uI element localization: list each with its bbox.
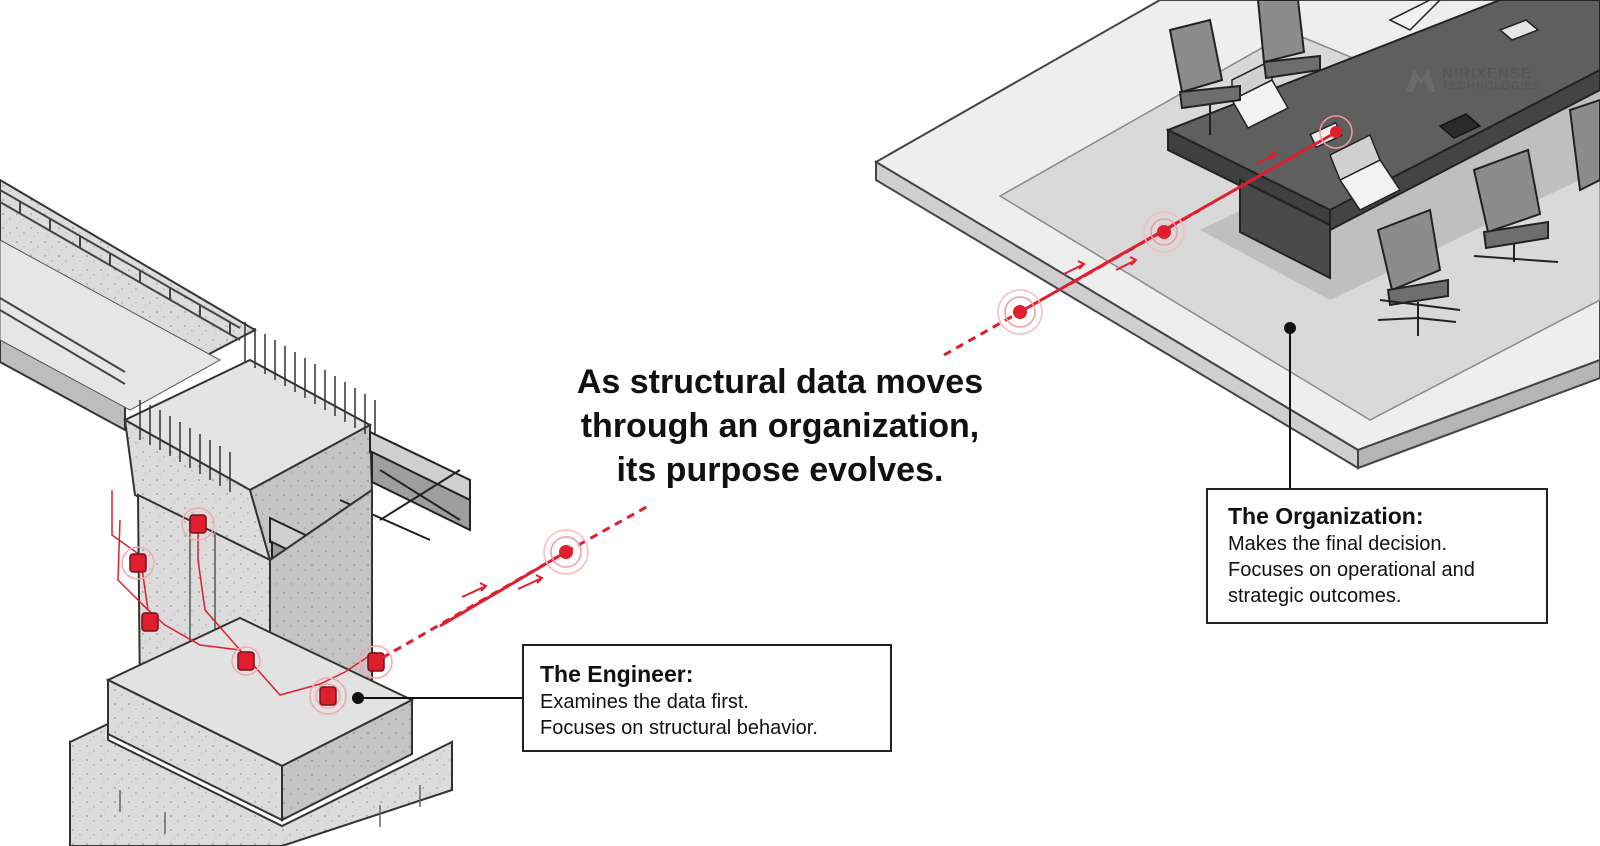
sensor-node [231, 646, 261, 676]
flow-arrow [461, 150, 1278, 598]
engineer-callout-title: The Engineer: [540, 661, 694, 687]
organization-leader-line [1284, 322, 1296, 488]
office-chair [1168, 18, 1241, 135]
headline-line-3: its purpose evolves. [616, 451, 944, 489]
organization-callout-title: The Organization: [1228, 503, 1424, 529]
headline-line-2: through an organization, [580, 407, 980, 445]
data-node [543, 529, 589, 575]
data-node [1319, 115, 1353, 149]
data-node [997, 289, 1043, 335]
sensor-node [309, 677, 347, 715]
engineer-leader-line [352, 692, 522, 704]
sensor-node [121, 546, 155, 580]
company-logo: NIRIXENSE TECHNOLOGIES [1404, 66, 1541, 94]
office-chair [1256, 0, 1321, 80]
headline-line-1: As structural data moves [576, 363, 984, 401]
office-chair [1376, 208, 1461, 336]
office-chair [1568, 98, 1600, 192]
data-node [1143, 211, 1185, 253]
laptop-icon [1329, 133, 1402, 211]
sensor-node [141, 612, 159, 632]
laptop-icon [1388, 0, 1442, 31]
organization-callout: The Organization: Makes the final decisi… [1206, 488, 1548, 624]
logo-subtitle: TECHNOLOGIES [1442, 80, 1542, 92]
organization-callout-line-3: strategic outcomes. [1228, 585, 1402, 607]
office-chair [1472, 148, 1559, 263]
headline: As structural data moves through an orga… [520, 360, 1040, 492]
bridge-illustration [0, 178, 471, 846]
organization-callout-line-1: Makes the final decision. [1228, 533, 1448, 555]
logo-name: NIRIXENSE [1442, 65, 1532, 82]
engineer-callout: The Engineer: Examines the data first. F… [522, 644, 892, 752]
footing-right [281, 698, 413, 822]
sensor-node [181, 507, 215, 541]
engineer-callout-line-1: Examines the data first. [540, 691, 749, 713]
tablet-icon [1438, 113, 1482, 139]
rebar [139, 322, 376, 492]
logo-mark-icon [1406, 68, 1436, 92]
engineer-callout-line-2: Focuses on structural behavior. [540, 717, 818, 739]
conference-table-base [1239, 178, 1331, 280]
boardroom-illustration [874, 0, 1600, 470]
organization-callout-line-2: Focuses on operational and [1228, 559, 1475, 581]
sensor-node [359, 645, 393, 679]
bridge-railing [0, 189, 241, 385]
